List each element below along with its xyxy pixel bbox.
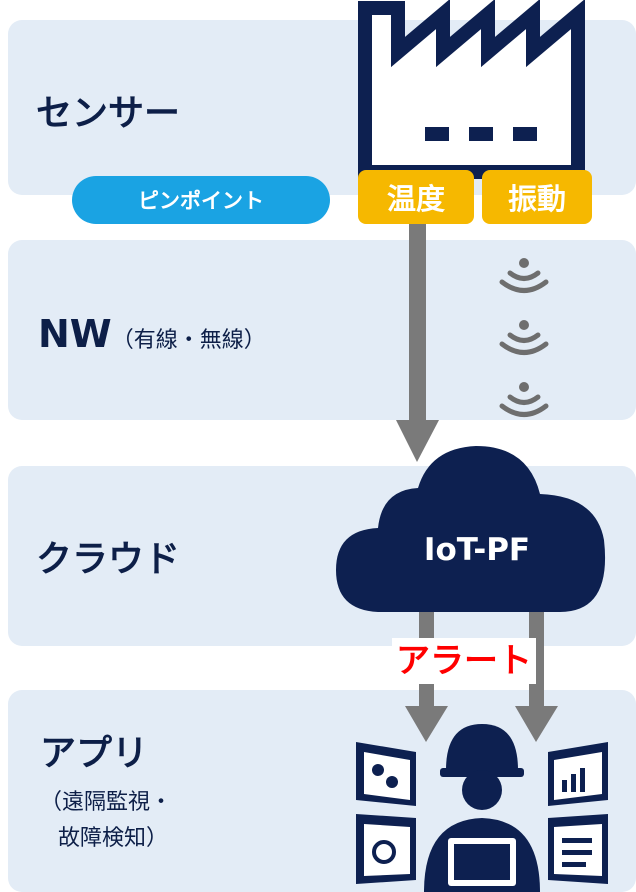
- network-layer-band: [8, 240, 636, 420]
- cloud-layer-title: クラウド: [36, 539, 181, 580]
- wireless-signal-icon: [499, 258, 549, 293]
- wireless-signal-icon: [499, 382, 549, 417]
- cloud-label: IoT-PF: [423, 532, 531, 568]
- factory-icon: [358, 0, 585, 179]
- operator-with-monitors-icon: [356, 724, 608, 892]
- alert-label: アラート: [392, 638, 536, 684]
- vibration-badge: 振動: [482, 170, 592, 224]
- cloud-to-app-arrow-right: [515, 612, 558, 742]
- temperature-badge: 温度: [358, 170, 474, 224]
- app-layer-note-line1: （遠隔監視・: [40, 790, 173, 815]
- sensor-layer-title: センサー: [36, 93, 181, 134]
- app-layer-note-line2: 故障検知）: [58, 826, 169, 851]
- cloud-icon: [336, 446, 606, 612]
- network-layer-title: NW（有線・無線）: [38, 312, 266, 356]
- wireless-signal-icon: [499, 320, 549, 355]
- network-title-text: NW: [38, 312, 112, 356]
- sensor-to-cloud-arrow: [396, 224, 439, 462]
- app-layer-title: アプリ: [40, 733, 149, 774]
- network-note: （有線・無線）: [111, 328, 266, 353]
- pinpoint-badge: ピンポイント: [72, 176, 330, 224]
